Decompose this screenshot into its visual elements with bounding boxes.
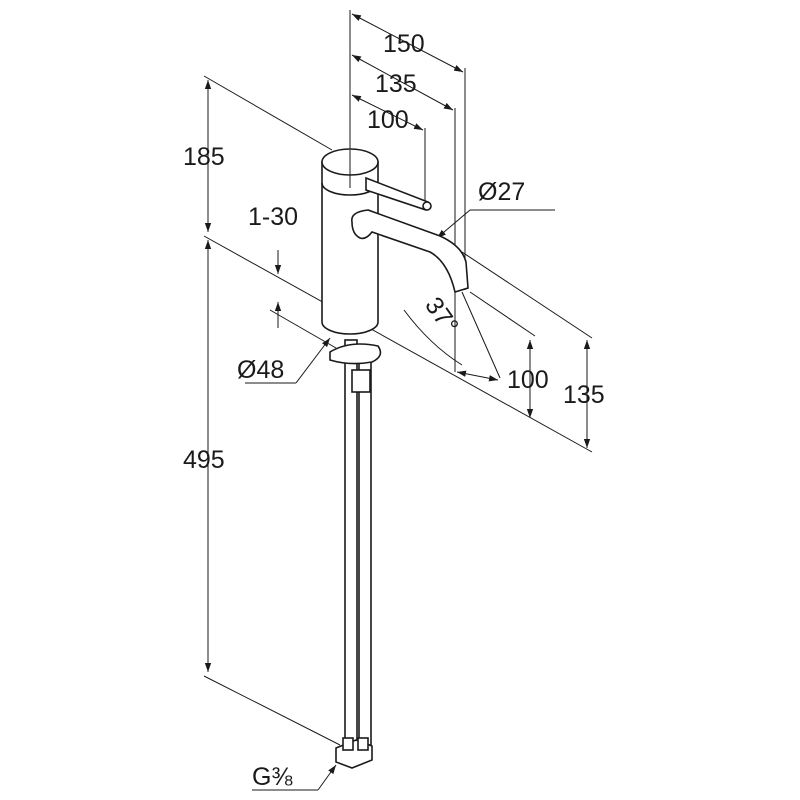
- label-base-diameter: Ø48: [237, 356, 284, 384]
- dimension-labels: 150 135 100 Ø27 185 1-30 Ø48 37° 100 135…: [183, 30, 605, 791]
- lever-handle: [365, 176, 432, 211]
- base-bracket: [329, 343, 382, 365]
- faucet: [321, 148, 469, 769]
- label-connection-thread: G⅜: [252, 763, 292, 791]
- spout: [351, 209, 469, 294]
- label-spout-height-135: 135: [563, 381, 605, 409]
- label-counter-thickness: 1-30: [248, 203, 298, 231]
- label-spout-angle: 37°: [419, 292, 464, 339]
- faucet-body: [321, 148, 379, 335]
- hoses: [335, 339, 373, 769]
- label-spout-diameter: Ø27: [478, 178, 525, 206]
- label-width-135: 135: [375, 70, 417, 98]
- label-width-150: 150: [383, 30, 425, 58]
- label-hose-length: 495: [183, 446, 225, 474]
- label-height-185: 185: [183, 143, 225, 171]
- dimension-lines: [204, 13, 591, 791]
- label-spout-height-100: 100: [507, 366, 549, 394]
- label-width-100: 100: [367, 106, 409, 134]
